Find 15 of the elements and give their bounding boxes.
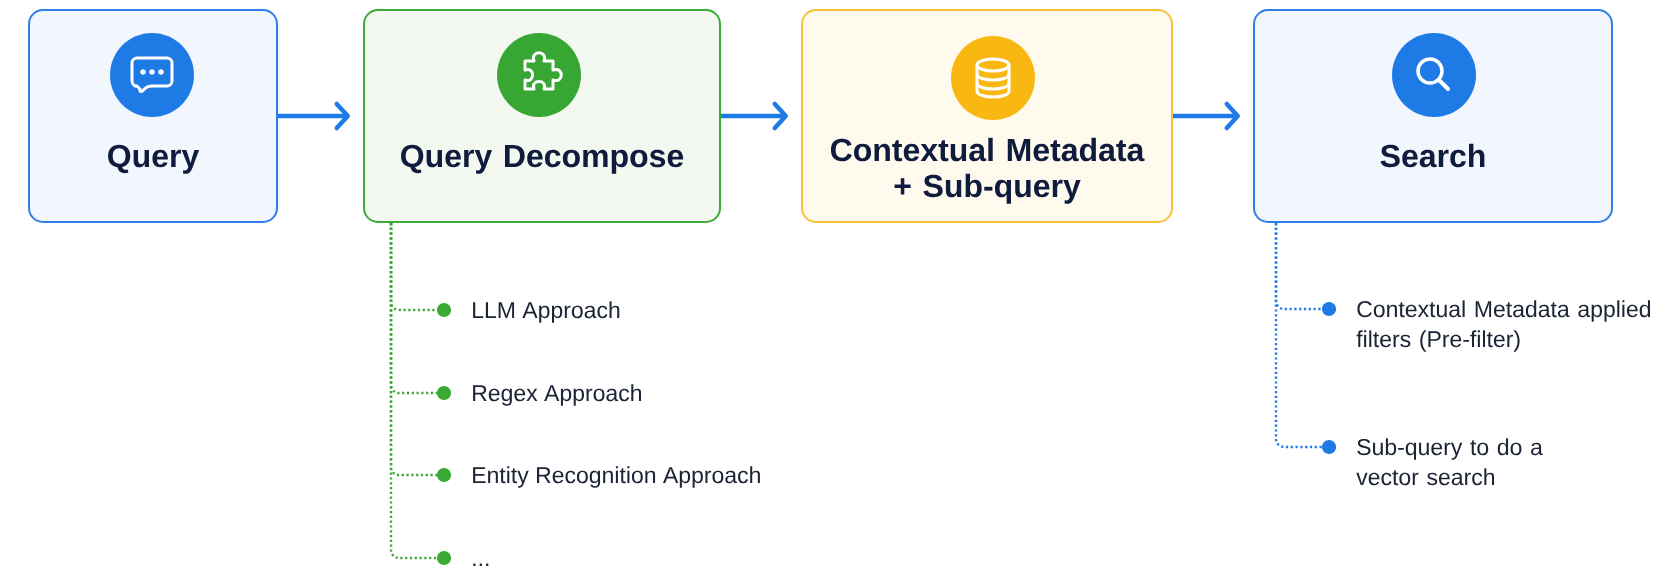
- list-item: ...: [473, 563, 489, 566]
- list-item: Sub-query to do a vector search: [1356, 438, 1543, 486]
- arrow: [278, 101, 350, 131]
- process-box: Query: [28, 9, 278, 223]
- process-box: Query Decompose: [363, 9, 721, 223]
- leader-line: [389, 223, 451, 565]
- process-box: Contextual Metadata + Sub-query: [801, 9, 1173, 223]
- arrow: [721, 101, 788, 131]
- process-box: Search: [1253, 9, 1613, 223]
- arrow: [1173, 101, 1240, 131]
- list-item: Regex Approach: [473, 384, 641, 406]
- list-item: Entity Recognition Approach: [473, 466, 760, 488]
- list-item: LLM Approach: [473, 301, 620, 323]
- leader-line: [1274, 223, 1336, 454]
- list-item: Contextual Metadata applied filters (Pre-filter): [1356, 300, 1651, 352]
